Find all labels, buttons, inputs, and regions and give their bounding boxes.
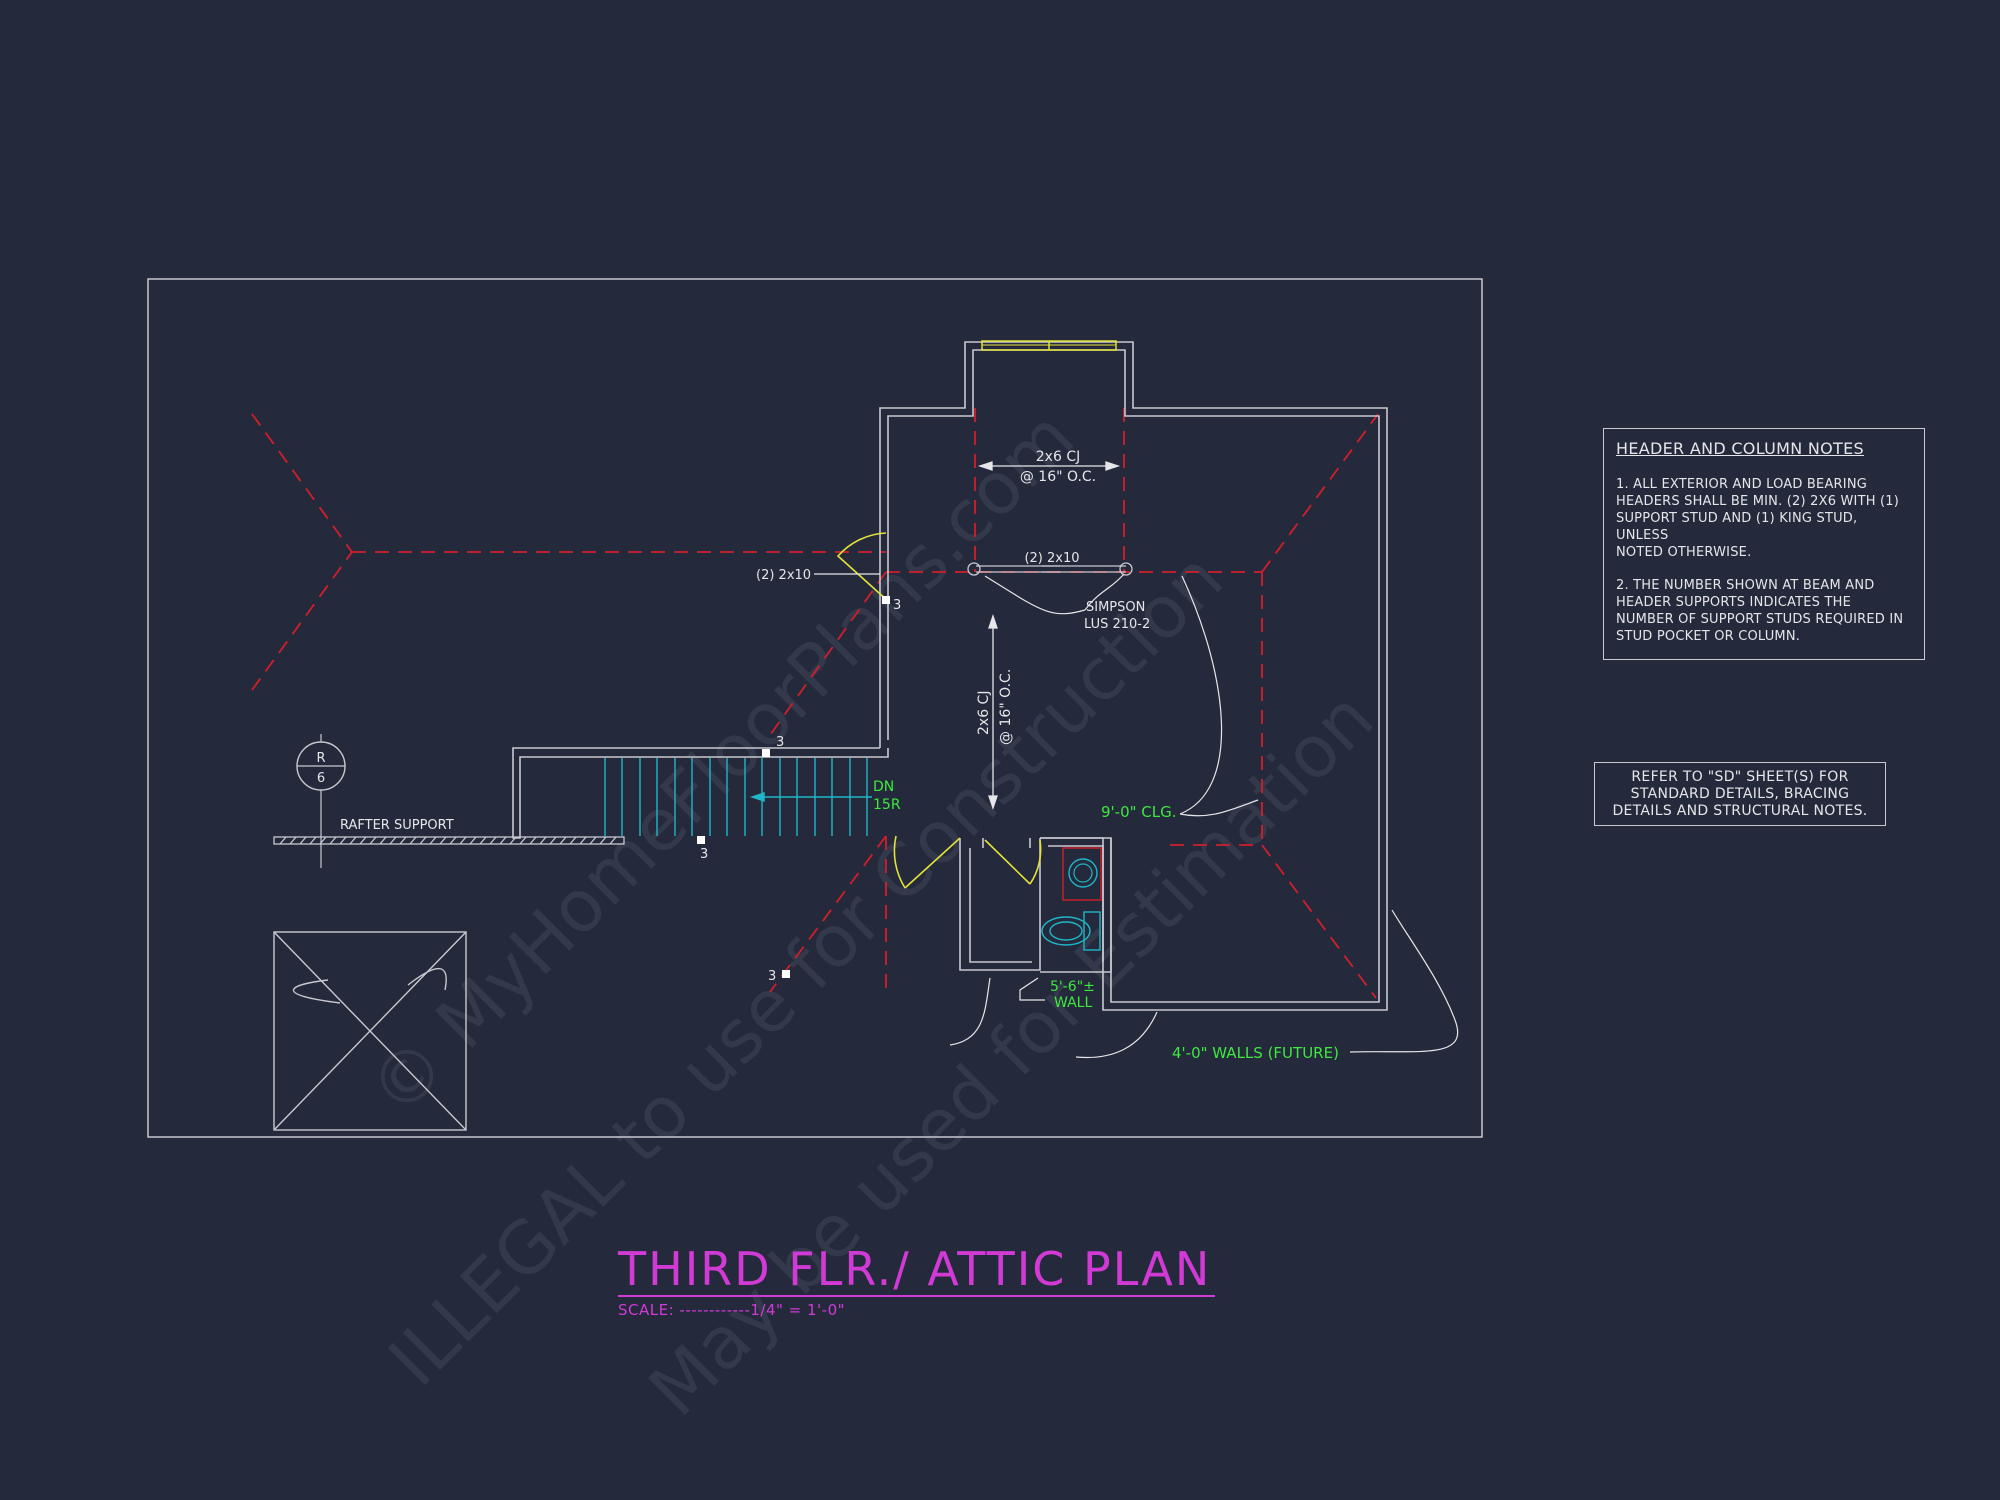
note-2-line-2: HEADER SUPPORTS INDICATES THE [1616,595,1851,610]
simpson-model-label: LUS 210-2 [1084,617,1150,632]
stud-count-a: 3 [893,598,901,613]
stair [604,758,872,836]
cj-top-label: 2x6 CJ [1036,449,1080,465]
plan-scale: SCALE: ------------1/4" = 1'-0" [618,1301,846,1319]
stud-count-d: 3 [768,969,776,984]
stair-direction: DN [873,779,894,795]
exterior-walls [512,341,1388,1011]
note-1-line-1: 1. ALL EXTERIOR AND LOAD BEARING [1616,477,1868,492]
plan-title: THIRD FLR./ ATTIC PLAN [618,1243,1216,1297]
note-1-line-2: HEADERS SHALL BE MIN. (2) 2x6 WITH (1) [1616,494,1900,509]
note-1-line-3: SUPPORT STUD AND (1) KING STUD, UNLESS [1616,511,1858,543]
toilet-fixture [1041,911,1101,951]
refer-line-3: DETAILS AND STRUCTURAL NOTES. [1612,803,1868,819]
rafter-support-beam [273,836,625,845]
stud-count-markers [697,596,890,978]
stud-count-c: 3 [700,847,708,862]
refer-note: REFER TO "SD" SHEET(S) FOR STANDARD DETA… [1594,762,1886,826]
cj-top-spacing: @ 16" O.C. [1020,469,1096,485]
center-beam-label: (2) 2x10 [1024,551,1079,566]
ceiling-height-label: 9'-0" CLG. [1101,803,1177,821]
window [981,340,1117,351]
refer-line-1: REFER TO "SD" SHEET(S) FOR [1631,769,1849,785]
section-number: 6 [317,771,325,786]
section-letter: R [316,751,325,766]
note-1-line-4: NOTED OTHERWISE. [1616,545,1752,560]
note-2-line-3: NUMBER OF SUPPORT STUDS REQUIRED IN [1616,612,1904,627]
stair-riser-count: 15R [873,797,901,813]
bathroom-walls [959,837,1112,973]
cj-vertical-spacing: @ 16" O.C. [998,669,1014,745]
cj-vertical-label: 2x6 CJ [976,691,992,735]
sink-fixture [1062,847,1102,901]
left-header-label: (2) 2x10 [756,568,811,583]
header-column-notes: HEADER AND COLUMN NOTES 1. ALL EXTERIOR … [1603,428,1925,660]
refer-line-2: STANDARD DETAILS, BRACING [1630,786,1850,802]
leader-lines [814,573,1459,1059]
section-marker: R 6 [296,734,346,868]
attic-access [273,931,467,1131]
wall-height-label-2: WALL [1054,995,1092,1011]
rafter-support-label: RAFTER SUPPORT [340,818,454,833]
note-2-line-1: 2. THE NUMBER SHOWN AT BEAM AND [1616,578,1875,593]
joist-dimensions [977,461,1121,811]
doors [836,532,1042,889]
notes-title: HEADER AND COLUMN NOTES [1616,439,1864,458]
sheet-frame [147,278,1483,1138]
stud-count-b: 3 [776,735,784,750]
future-walls-label: 4'-0" WALLS (FUTURE) [1172,1044,1339,1062]
wall-height-label: 5'-6"± [1050,979,1095,995]
simpson-label: SIMPSON [1086,600,1145,615]
center-beam [967,562,1133,576]
note-2-line-4: STUD POCKET OR COLUMN. [1616,629,1801,644]
